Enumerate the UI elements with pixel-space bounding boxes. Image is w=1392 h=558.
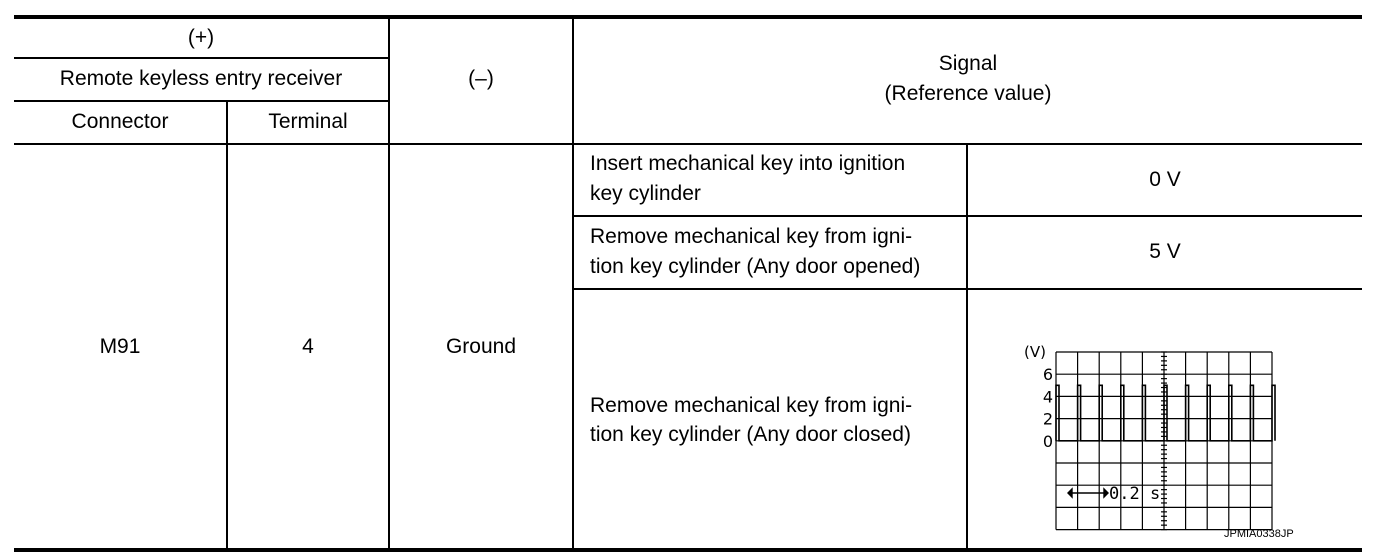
waveform-chart: (V) 6 4 2 0 0.2 s JPMIA0338JP [1024,338,1344,548]
condition-2-line2: tion key cylinder (Any door opened) [590,255,921,278]
y-tick-label: 6 [1043,365,1053,384]
col-divider-connector [226,100,228,550]
table-top-border [14,15,1362,19]
header-bottom-border [14,143,1362,145]
table-bottom-border [14,548,1362,552]
header-reference: (Reference value) [884,82,1052,105]
waveform-trace [1055,384,1276,442]
col-divider-condition [966,144,968,550]
y-tick-label: 4 [1043,387,1053,406]
header-terminal: Terminal [268,110,348,133]
waveform-unit-label: (V) [1024,343,1046,361]
header-plus: (+) [187,26,215,49]
timebase-marker [1067,487,1109,499]
condition-2-line1: Remove mechanical key from igni- [590,225,913,248]
connector-value: M91 [99,335,141,358]
header-receiver: Remote keyless entry receiver [59,67,343,90]
y-tick-label: 2 [1043,410,1053,429]
ground-value: Ground [445,335,517,358]
figure-code: JPMIA0338JP [1224,528,1294,540]
condition-1-line1: Insert mechanical key into ignition [590,152,906,175]
col-divider-minus [572,17,574,550]
condition-3-line1: Remove mechanical key from igni- [590,394,913,417]
condition-1-value: 0 V [1149,168,1181,191]
timebase-label: 0.2 s [1109,484,1160,504]
header-signal: Signal [938,52,998,75]
col-divider-plus [388,17,390,550]
header-divider-1 [14,57,388,59]
header-connector: Connector [71,110,169,133]
condition-3-line2: tion key cylinder (Any door closed) [590,423,911,446]
header-minus: (–) [468,67,494,90]
condition-1-line2: key cylinder [590,182,701,205]
condition-2-value: 5 V [1149,240,1181,263]
y-tick-label: 0 [1043,432,1053,451]
terminal-value: 4 [302,335,314,358]
header-divider-2 [14,100,388,102]
